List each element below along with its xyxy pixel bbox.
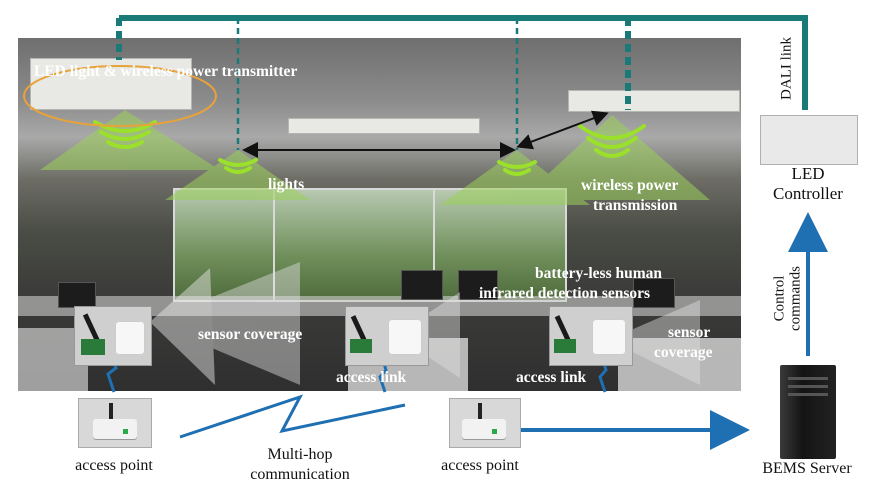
- label-sensor-coverage-1: sensor coverage: [198, 326, 303, 343]
- label-access-point-1: access point: [75, 457, 153, 474]
- label-sensor-coverage-2-line2: coverage: [654, 344, 713, 361]
- label-access-link-1: access link: [336, 369, 407, 386]
- office-monitor: [633, 278, 675, 308]
- ceiling-light-panel: [288, 118, 480, 134]
- sensor-board-icon: [554, 339, 576, 353]
- office-partition: [618, 338, 741, 391]
- office-monitor: [401, 270, 443, 300]
- office-window: [433, 188, 567, 302]
- access-point-led: [123, 429, 128, 434]
- sensor-antenna-icon: [554, 315, 571, 341]
- label-led-controller-line1: LED: [791, 164, 825, 183]
- office-monitor: [458, 270, 498, 300]
- sensor-inset-1: [74, 306, 152, 366]
- label-lights: lights: [268, 176, 305, 193]
- light-link-arrow-2: [516, 110, 609, 150]
- label-led-light-transmitter: LED light & wireless power transmitter: [34, 63, 298, 80]
- label-multihop-line1: Multi-hop: [267, 446, 333, 463]
- label-sensors-line2: infrared detection sensors: [479, 285, 651, 302]
- sensor-inset-2: [345, 306, 429, 366]
- sensor-antenna-icon: [350, 315, 367, 341]
- access-point-photo-1: [78, 398, 152, 448]
- label-wpt-line2: transmission: [593, 197, 678, 214]
- sensor-icon: [592, 319, 626, 355]
- access-point-antenna-icon: [109, 403, 113, 427]
- label-control-line2: commands: [787, 266, 804, 331]
- label-multihop-line2: communication: [250, 466, 350, 483]
- label-access-link-2: access link: [516, 369, 587, 386]
- label-dali-link: DALI link: [778, 37, 795, 100]
- label-bems-server: BEMS Server: [762, 460, 852, 477]
- label-led-controller-line2: Controller: [773, 184, 843, 203]
- controller-icon: [760, 115, 858, 165]
- access-point-led: [492, 429, 497, 434]
- sensor-board-icon: [350, 339, 372, 353]
- ceiling-light-panel: [568, 90, 740, 112]
- access-point-photo-2: [449, 398, 521, 448]
- access-point-antenna-icon: [478, 403, 482, 427]
- sensor-inset-3: [549, 306, 633, 366]
- server-icon: [780, 365, 836, 459]
- led-light-highlight: [23, 65, 217, 127]
- label-sensors-line1: battery-less human: [535, 265, 663, 282]
- office-monitor: [58, 282, 96, 308]
- access-point-icon: [93, 419, 137, 439]
- label-sensor-coverage-2-line1: sensor: [668, 324, 711, 341]
- sensor-board-icon: [81, 339, 105, 355]
- multihop-link: [179, 394, 406, 439]
- sensor-icon: [115, 321, 145, 355]
- access-point-icon: [462, 419, 506, 439]
- dali-bus: [116, 15, 808, 150]
- label-wpt-line1: wireless power: [581, 177, 679, 194]
- sensor-icon: [388, 319, 422, 355]
- label-control-line1: Control: [771, 275, 788, 322]
- label-access-point-2: access point: [441, 457, 519, 474]
